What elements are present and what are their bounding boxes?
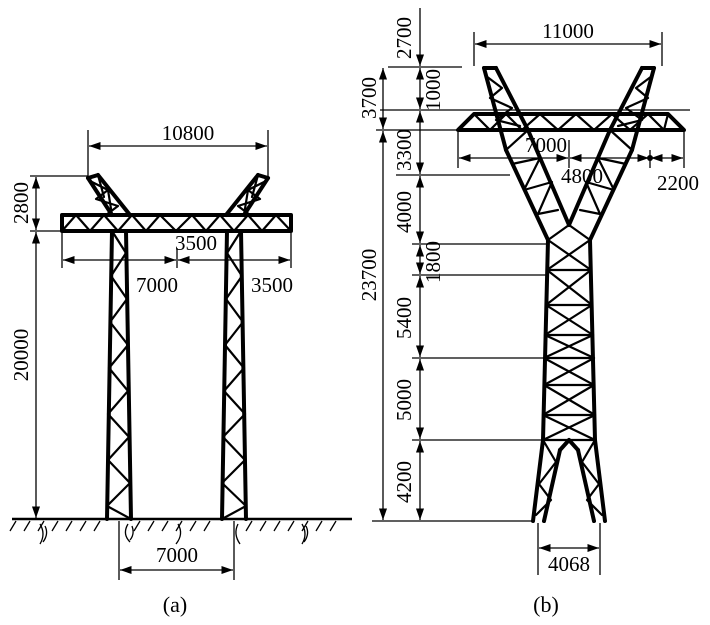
dim-b-v-height-label: 4000 xyxy=(392,191,416,233)
dim-b-main-height-label: 23700 xyxy=(357,249,381,302)
tower-a-left-leg xyxy=(105,229,133,521)
tower-a-right-peak xyxy=(224,173,270,217)
ground-a xyxy=(9,517,352,545)
dim-a-leg-height: 20000 xyxy=(9,230,62,518)
dim-b-neck-height-label: 1800 xyxy=(421,241,445,283)
dim-a-top-span-label: 10800 xyxy=(162,121,215,145)
dim-b-body-upper-label: 5400 xyxy=(392,297,416,339)
dim-a-right-arm-label: 3500 xyxy=(251,273,293,297)
dim-b-top-span-label: 11000 xyxy=(542,19,594,43)
dim-b-cross-gap-label: 3300 xyxy=(392,129,416,171)
dim-a-base-width: 7000 xyxy=(118,521,235,580)
tower-a-left-peak xyxy=(86,173,132,217)
dim-a-leg-height-label: 20000 xyxy=(9,329,33,382)
dim-b-right-tip-label: 2200 xyxy=(657,171,699,195)
dim-a-arms: 3500 7000 3500 xyxy=(61,231,293,297)
dim-a-base-width-label: 7000 xyxy=(156,543,198,567)
dim-b-body-mid-label: 5000 xyxy=(392,379,416,421)
dim-b-arm-row: 7000 4800 2200 xyxy=(457,132,699,195)
dim-b-upper-block-label: 3700 xyxy=(357,77,381,119)
dim-a-left-arm-label: 7000 xyxy=(136,273,178,297)
dim-b-body-lower-label: 4200 xyxy=(392,461,416,503)
tower-b-body xyxy=(541,238,597,442)
dim-b-base-width: 4068 xyxy=(537,523,601,576)
tower-a: 10800 2800 20000 3500 7000 3500 xyxy=(9,121,352,617)
dim-b-verticals: 2700 3700 1000 3300 23700 4000 1800 5400 xyxy=(357,8,690,522)
dim-b-top-span: 11000 xyxy=(473,19,663,66)
dim-b-base-width-label: 4068 xyxy=(548,552,590,576)
dim-b-center-span-label: 4800 xyxy=(561,164,603,188)
tower-a-crossarm xyxy=(60,213,293,233)
dim-b-inner-span-label: 7000 xyxy=(525,133,567,157)
tower-b-crossarm xyxy=(456,112,686,132)
dim-a-mid-span-label: 3500 xyxy=(175,231,217,255)
tower-a-right-leg xyxy=(220,229,248,521)
dim-a-upper-height-label: 2800 xyxy=(9,182,33,224)
tower-b-legs xyxy=(531,438,607,523)
caption-b: (b) xyxy=(533,592,559,617)
dim-b-top-height-label: 2700 xyxy=(392,17,416,59)
tower-b: 11000 2700 3700 1000 3300 xyxy=(357,8,699,617)
dim-a-upper-height: 2800 xyxy=(9,175,88,230)
tower-b-top xyxy=(482,66,656,152)
dim-a-top-span: 10800 xyxy=(87,121,269,176)
caption-a: (a) xyxy=(163,592,187,617)
dim-b-peak-offset-label: 1000 xyxy=(421,69,445,111)
